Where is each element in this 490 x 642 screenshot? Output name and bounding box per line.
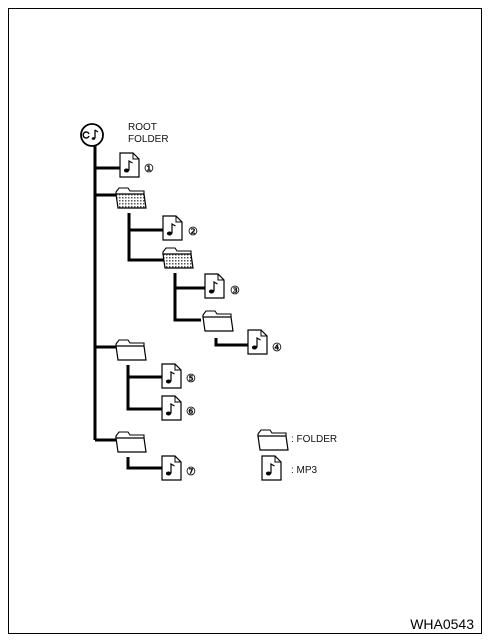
folder-icon	[115, 187, 147, 209]
figure-code: WHA0543	[410, 616, 474, 632]
file-label-4: ④	[272, 342, 282, 354]
file-label-3: ③	[230, 285, 240, 297]
folder-icon	[202, 310, 234, 332]
mp3-file-icon	[247, 329, 268, 355]
file-label-6: ⑥	[186, 406, 196, 418]
file-label-2: ②	[188, 226, 198, 238]
mp3-file-icon	[161, 363, 182, 389]
mp3-file-icon	[119, 152, 140, 178]
diagram-frame: ROOT FOLDER ① ② ③ ④ ⑤ ⑥ ⑦ : FOLDER : MP3…	[8, 8, 482, 634]
mp3-file-icon	[162, 215, 183, 241]
mp3-file-icon	[161, 395, 182, 421]
file-label-7: ⑦	[186, 466, 196, 478]
cd-icon	[80, 123, 104, 147]
mp3-file-icon	[204, 273, 225, 299]
mp3-file-icon	[161, 455, 182, 481]
folder-tree-diagram: ROOT FOLDER ① ② ③ ④ ⑤ ⑥ ⑦ : FOLDER : MP3…	[8, 8, 482, 634]
root-label-line2: FOLDER	[128, 134, 169, 145]
legend-mp3-label: : MP3	[291, 465, 318, 476]
legend-folder-label: : FOLDER	[291, 434, 337, 445]
file-label-5: ⑤	[186, 373, 196, 385]
border	[8, 8, 482, 634]
mp3-file-icon	[261, 455, 282, 481]
file-label-1: ①	[144, 163, 154, 175]
tree-lines	[93, 146, 248, 470]
folder-icon	[257, 429, 289, 451]
folder-icon	[115, 431, 147, 453]
root-label-line1: ROOT	[128, 122, 157, 133]
folder-icon	[162, 247, 194, 269]
folder-icon	[115, 339, 147, 361]
legend: : FOLDER : MP3	[257, 429, 337, 481]
